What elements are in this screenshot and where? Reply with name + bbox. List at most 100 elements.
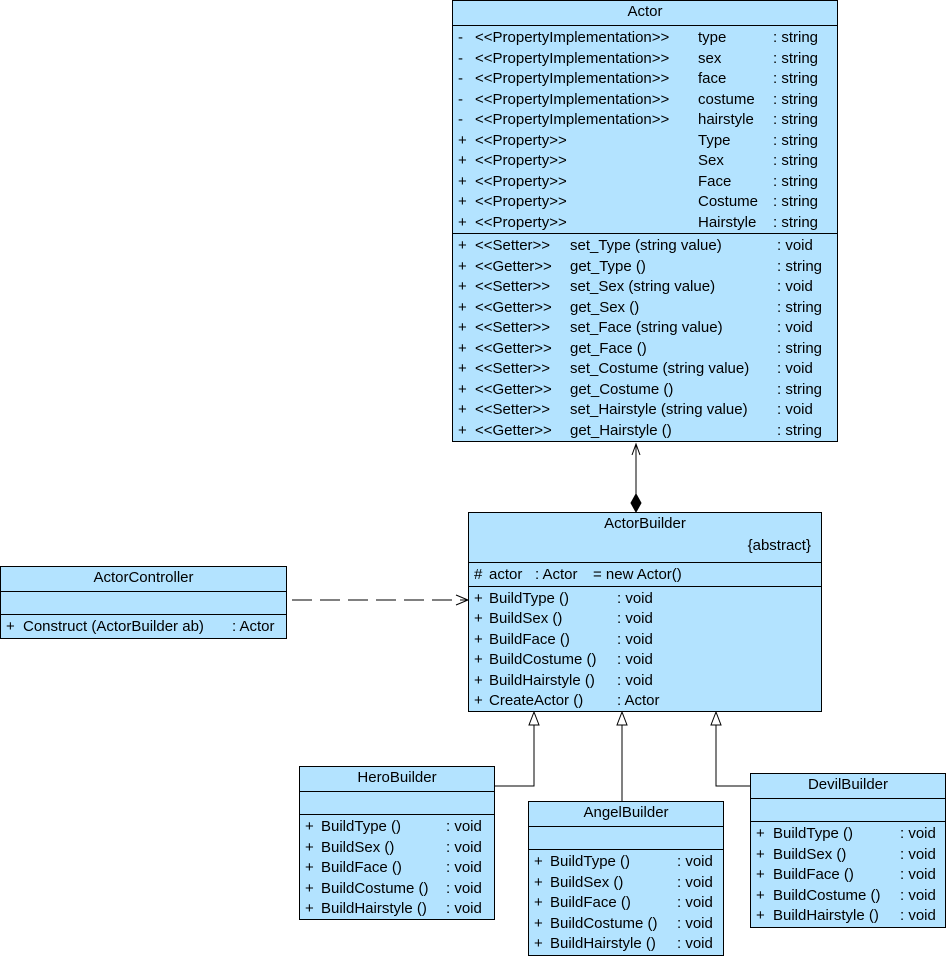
operation-row[interactable]: +BuildCostume (): void — [469, 650, 821, 671]
attribute-row-type: : string — [773, 111, 819, 128]
operation-row[interactable]: +BuildFace (): void — [751, 865, 945, 886]
attribute-row-vis: # — [474, 566, 483, 583]
attribute-row[interactable]: +<<Property>>Sex: string — [453, 151, 837, 172]
operation-row-vis: + — [534, 935, 543, 952]
operation-row[interactable]: +BuildFace (): void — [300, 858, 494, 879]
class-devil-builder[interactable]: DevilBuilder +BuildType (): void+BuildSe… — [750, 773, 946, 928]
operation-row-vis: + — [458, 298, 467, 316]
operation-row-type: : void — [446, 838, 482, 856]
operation-row-vis: + — [458, 257, 467, 275]
operation-row[interactable]: +BuildCostume (): void — [300, 879, 494, 900]
operation-row[interactable]: +<<Getter>>get_Sex (): string — [453, 298, 837, 319]
operation-row-name: BuildSex () — [773, 845, 847, 863]
attribute-row-name: costume — [698, 90, 755, 108]
operation-row[interactable]: +BuildType (): void — [529, 852, 723, 873]
operation-row[interactable]: +<<Setter>>set_Face (string value): void — [453, 318, 837, 339]
attribute-row[interactable]: +<<Property>>Type: string — [453, 131, 837, 152]
attribute-row[interactable]: -<<PropertyImplementation>>face: string — [453, 69, 837, 90]
operations-compartment: +<<Setter>>set_Type (string value): void… — [453, 234, 837, 441]
operation-row[interactable]: +BuildHairstyle (): void — [469, 671, 821, 692]
operation-row-name: set_Type (string value) — [570, 237, 722, 254]
operation-row[interactable]: +BuildHairstyle (): void — [300, 899, 494, 920]
operation-row[interactable]: +BuildType (): void — [751, 824, 945, 845]
operation-row-vis: + — [756, 825, 765, 842]
operation-row[interactable]: +BuildType (): void — [469, 589, 821, 610]
attribute-row-type: : string — [773, 152, 819, 169]
operation-row-stereo: <<Setter>> — [475, 360, 551, 377]
operation-row-type: : void — [900, 866, 936, 883]
attribute-row-vis: - — [458, 70, 463, 87]
operation-row-type: : void — [677, 853, 713, 870]
attribute-row[interactable]: +<<Property>>Costume: string — [453, 192, 837, 213]
attribute-row-stereo: <<PropertyImplementation>> — [475, 90, 670, 108]
class-actor-builder[interactable]: ActorBuilder {abstract} #actor: Actor= n… — [468, 512, 822, 712]
operation-row-type: : void — [446, 879, 482, 897]
attribute-row-name: hairstyle — [698, 111, 754, 128]
operation-row-type: : void — [617, 671, 653, 689]
class-angel-builder[interactable]: AngelBuilder +BuildType (): void+BuildSe… — [528, 801, 724, 956]
attribute-row-name: Costume — [698, 193, 759, 210]
operation-row-vis: + — [474, 589, 483, 607]
operation-row[interactable]: +BuildFace (): void — [529, 893, 723, 914]
operation-row[interactable]: +BuildHairstyle (): void — [751, 906, 945, 927]
operation-row-vis: + — [474, 671, 483, 689]
operation-row[interactable]: +<<Getter>>get_Hairstyle (): string — [453, 421, 837, 442]
attribute-row-name: face — [698, 70, 727, 87]
attribute-row-type: : string — [773, 49, 819, 67]
operation-row[interactable]: +<<Getter>>get_Costume (): string — [453, 380, 837, 401]
attribute-row[interactable]: #actor: Actor= new Actor() — [469, 565, 821, 586]
operation-row-type: : void — [900, 845, 936, 863]
class-actor-controller[interactable]: ActorController +Construct (ActorBuilder… — [0, 566, 287, 639]
attribute-row-name: Face — [698, 172, 732, 190]
attribute-row-stereo: <<Property>> — [475, 152, 567, 169]
operation-row[interactable]: +<<Getter>>get_Face (): string — [453, 339, 837, 360]
attribute-row-type: : string — [773, 213, 819, 231]
operation-row-name: BuildSex () — [321, 838, 395, 856]
operation-row-name: BuildSex () — [489, 610, 563, 627]
attribute-row[interactable]: +<<Property>>Hairstyle: string — [453, 213, 837, 234]
attribute-row-type: : string — [773, 70, 819, 87]
operation-row[interactable]: + BuildSex () : void — [300, 838, 494, 859]
operation-row[interactable]: +<<Setter>>set_Hairstyle (string value):… — [453, 400, 837, 421]
operation-row[interactable]: + BuildSex () : void — [751, 845, 945, 866]
class-actor[interactable]: Actor -<<PropertyImplementation>>type: s… — [452, 0, 838, 442]
operation-row[interactable]: +<<Setter>>set_Type (string value): void — [453, 236, 837, 257]
class-title: HeroBuilder — [300, 767, 494, 792]
class-title: Actor — [453, 1, 837, 26]
operation-row[interactable]: +<<Setter>>set_Costume (string value): v… — [453, 359, 837, 380]
attribute-row[interactable]: -<<PropertyImplementation>>costume: stri… — [453, 90, 837, 111]
abstract-note: {abstract} — [747, 537, 811, 554]
attribute-row-vis: - — [458, 90, 463, 108]
operations-compartment: +BuildType (): void+BuildSex (): void+Bu… — [469, 587, 821, 712]
operation-row-vis: + — [756, 907, 765, 924]
operation-row-name: BuildCostume () — [773, 886, 881, 904]
attribute-row-stereo: <<Property>> — [475, 213, 567, 231]
operation-row[interactable]: +Construct (ActorBuilder ab): Actor — [1, 617, 286, 638]
operation-row-name: BuildCostume () — [489, 651, 597, 668]
operation-row[interactable]: +BuildHairstyle (): void — [529, 934, 723, 955]
attribute-row[interactable]: +<<Property>>Face: string — [453, 172, 837, 193]
operation-row[interactable]: +BuildSex (): void — [469, 609, 821, 630]
operation-row[interactable]: +BuildSex (): void — [529, 873, 723, 894]
operation-row[interactable]: +CreateActor (): Actor — [469, 691, 821, 712]
class-hero-builder[interactable]: HeroBuilder +BuildType (): void+ BuildSex… — [299, 766, 495, 920]
operation-row-vis: + — [305, 838, 314, 856]
attribute-row[interactable]: -<<PropertyImplementation>>hairstyle: st… — [453, 110, 837, 131]
operation-row[interactable]: +<<Setter>>set_Sex (string value): void — [453, 277, 837, 298]
operation-row[interactable]: +<<Getter>>get_Type (): string — [453, 257, 837, 278]
operation-row-vis: + — [474, 651, 483, 668]
operation-row-vis: + — [756, 845, 765, 863]
operation-row[interactable]: +BuildFace (): void — [469, 630, 821, 651]
attribute-row[interactable]: -<<PropertyImplementation>>sex: string — [453, 49, 837, 70]
operation-row-name: BuildHairstyle () — [773, 907, 879, 924]
inheritance-triangle — [710, 710, 722, 726]
operation-row-vis: + — [458, 421, 467, 439]
attribute-row[interactable]: -<<PropertyImplementation>>type: string — [453, 28, 837, 49]
operation-row-type: : string — [777, 257, 823, 275]
operation-row[interactable]: +BuildCostume (): void — [529, 914, 723, 935]
attributes-compartment — [1, 592, 286, 615]
operation-row[interactable]: +BuildCostume (): void — [751, 886, 945, 907]
operation-row-name: BuildHairstyle () — [550, 935, 656, 952]
operation-row[interactable]: +BuildType (): void — [300, 817, 494, 838]
